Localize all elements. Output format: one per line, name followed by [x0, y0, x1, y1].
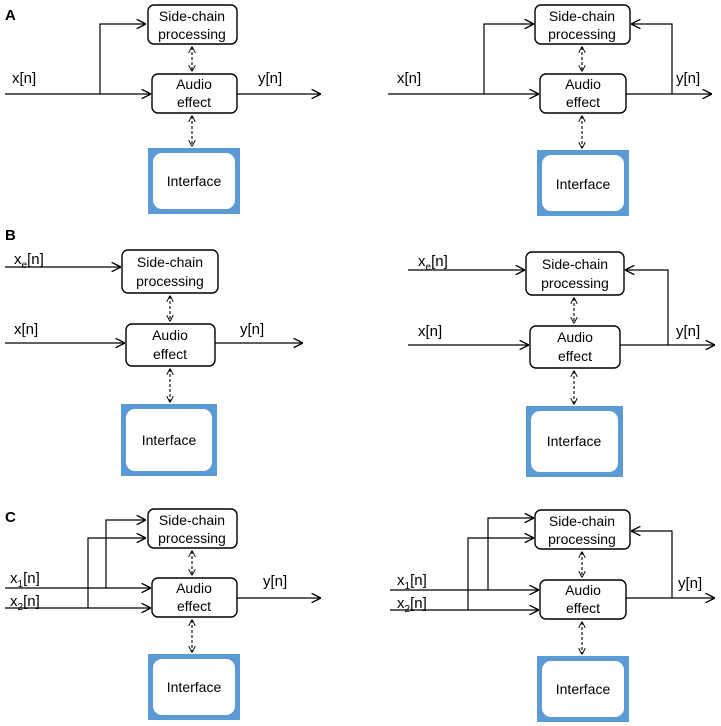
interface-inner: [542, 661, 624, 717]
audio-effect-label-line1: Audio: [176, 580, 212, 596]
input2-label: x2[n]: [10, 593, 40, 613]
feedback-wire: [632, 531, 673, 598]
interface-label: Interface: [556, 176, 611, 192]
sidechain-label-line1: Side-chain: [159, 8, 225, 24]
audio-effect-label-line2: effect: [153, 346, 187, 362]
audio-effect-block: [529, 325, 621, 369]
diagram-a-feedforward: x[n] y[n] Side-chain processing Audio ef…: [5, 4, 320, 214]
sidechain-label-line1: Side-chain: [159, 512, 225, 528]
audio-effect-block: [125, 323, 216, 367]
interface-label: Interface: [547, 433, 602, 449]
sidechain-block: [534, 4, 631, 45]
diagram-c-feedback: x1[n] x2[n] y[n] Side-chain processing A…: [390, 509, 714, 722]
sidechain-label-line1: Side-chain: [549, 513, 615, 529]
output-label: y[n]: [263, 573, 287, 590]
feedback-wire: [632, 24, 673, 94]
interface-label: Interface: [556, 681, 611, 697]
interface-inner: [153, 153, 235, 209]
sidechain-label-line2: processing: [136, 273, 204, 289]
audio-effect-label-line1: Audio: [152, 327, 188, 343]
feedback-wire: [626, 270, 669, 345]
sidechain-label-line2: processing: [158, 530, 226, 546]
sidechain-label-line2: processing: [541, 275, 609, 291]
output-label: y[n]: [676, 323, 700, 340]
interface-inner: [531, 411, 618, 472]
interface-inner: [126, 409, 212, 471]
sidechain-label-line2: processing: [548, 26, 616, 42]
diagram-a-feedback: x[n] y[n] Side-chain processing Audio ef…: [388, 4, 711, 216]
audio-effect-label-line2: effect: [558, 348, 592, 364]
sidechain-label-line1: Side-chain: [549, 8, 615, 24]
audio-effect-label-line1: Audio: [565, 582, 601, 598]
output-label: y[n]: [240, 321, 264, 338]
input-label: x[n]: [14, 321, 38, 338]
sidechain-label-line1: Side-chain: [137, 254, 203, 270]
audio-effect-label-line2: effect: [177, 94, 211, 110]
sidechain-feed-wire: [483, 24, 533, 94]
audio-effect-block: [151, 577, 238, 618]
sidechain-feed-wire-1: [487, 518, 533, 590]
output-label: y[n]: [676, 70, 700, 87]
input1-label: x1[n]: [397, 572, 427, 592]
input-label: x[n]: [418, 323, 442, 340]
input2-label: x2[n]: [397, 595, 427, 615]
panel-label-b: B: [5, 227, 16, 244]
audio-effect-block: [539, 579, 627, 620]
sidechain-block: [147, 4, 238, 45]
interface-label: Interface: [167, 679, 222, 695]
audio-effect-block: [151, 73, 238, 114]
audio-effect-label-line1: Audio: [176, 76, 212, 92]
audio-effect-block: [539, 73, 627, 114]
output-label: y[n]: [258, 70, 282, 87]
audio-effect-label-line2: effect: [177, 598, 211, 614]
sidechain-feed-wire-2: [87, 538, 145, 608]
diagram-b-feedforward: xe[n] x[n] y[n] Side-chain processing Au…: [5, 249, 302, 476]
audio-effect-label-line1: Audio: [565, 76, 601, 92]
sidechain-label-line1: Side-chain: [542, 256, 608, 272]
input-label: x[n]: [12, 70, 36, 87]
sidechain-block: [121, 249, 219, 294]
interface-label: Interface: [142, 432, 197, 448]
interface-label: Interface: [167, 173, 222, 189]
sidechain-label-line2: processing: [158, 26, 226, 42]
sidechain-block: [525, 251, 625, 296]
external-input-label: xe[n]: [14, 251, 44, 271]
panel-label-c: C: [5, 509, 16, 526]
diagram-b-feedback: xe[n] x[n] y[n] Side-chain processing Au…: [408, 251, 714, 477]
sidechain-block: [534, 509, 631, 550]
sidechain-feed-wire: [99, 24, 145, 94]
sidechain-label-line2: processing: [548, 531, 616, 547]
panel-label-a: A: [5, 7, 16, 24]
interface-inner: [542, 155, 624, 211]
sidechain-feed-wire-1: [105, 520, 145, 588]
input-label: x[n]: [397, 70, 421, 87]
interface-inner: [153, 659, 235, 715]
audio-effect-label-line2: effect: [566, 94, 600, 110]
audio-effect-label-line2: effect: [566, 600, 600, 616]
audio-effect-label-line1: Audio: [557, 329, 593, 345]
sidechain-block: [147, 508, 238, 549]
output-label: y[n]: [678, 575, 702, 592]
external-input-label: xe[n]: [418, 253, 448, 273]
diagram-c-feedforward: x1[n] x2[n] y[n] Side-chain processing A…: [5, 508, 320, 720]
input1-label: x1[n]: [10, 570, 40, 590]
sidechain-feed-wire-2: [467, 538, 533, 610]
